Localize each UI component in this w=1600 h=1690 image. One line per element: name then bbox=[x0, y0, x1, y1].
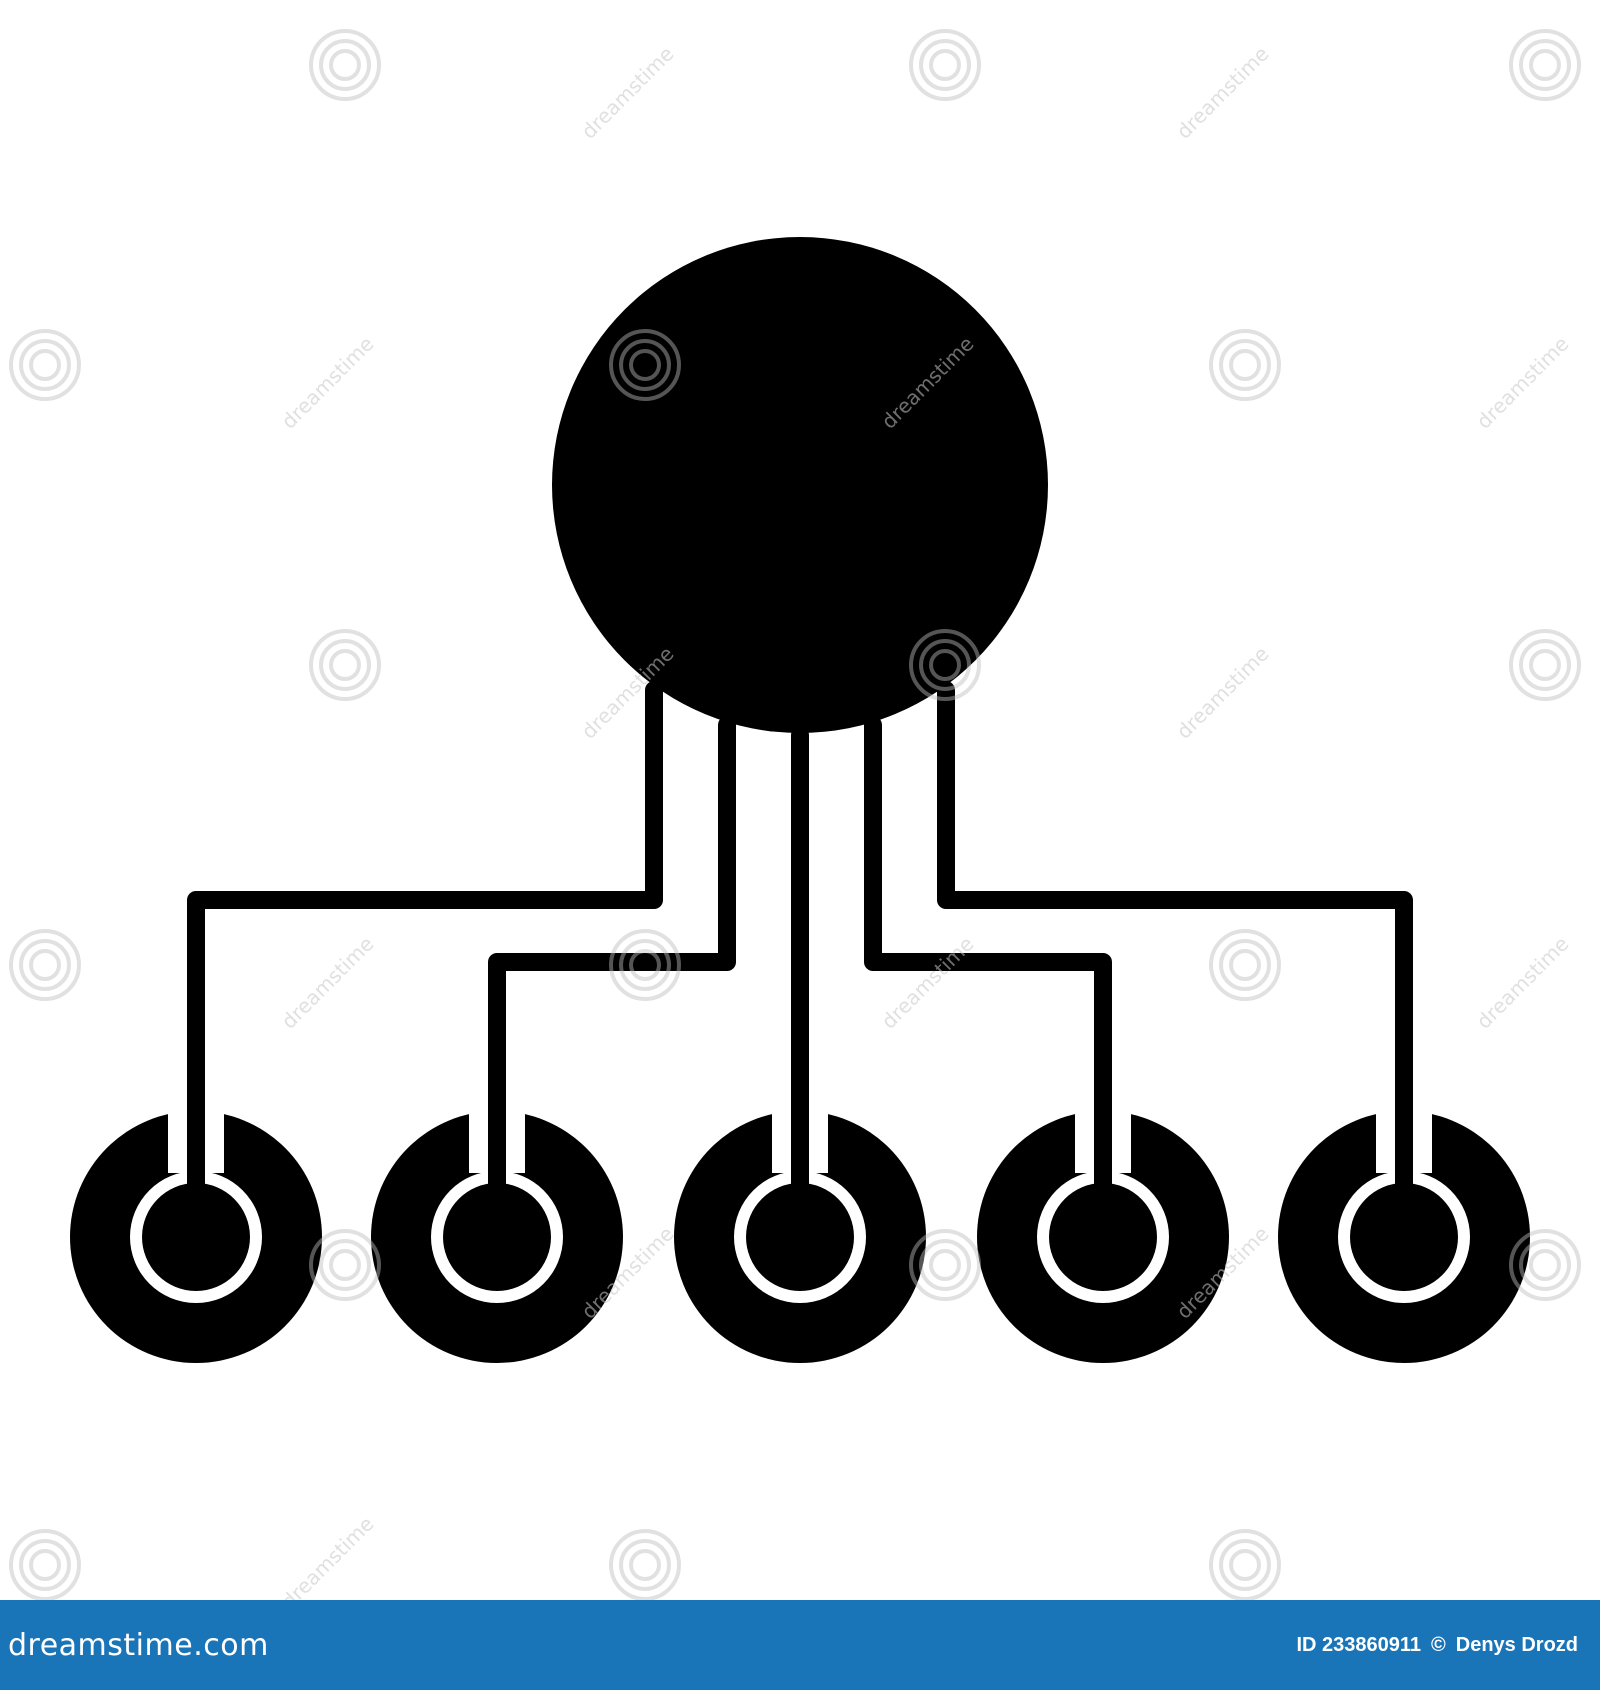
leaf-nodes bbox=[70, 1101, 1530, 1363]
connector-line-5 bbox=[937, 681, 1413, 1117]
connector-line-2 bbox=[488, 716, 736, 1117]
watermark-swirl-icon bbox=[909, 629, 981, 701]
leaf-node-icon bbox=[977, 1101, 1229, 1363]
watermark-swirl-icon bbox=[1209, 929, 1281, 1001]
watermark-text: dreamstime bbox=[277, 1512, 379, 1600]
watermark-swirl-icon bbox=[609, 929, 681, 1001]
leaf-node-icon bbox=[674, 1101, 926, 1363]
hierarchy-network-icon: dreamstime dreamstime dreamstime dreamstime… bbox=[9, 29, 1581, 1600]
image-id: ID 233860911 bbox=[1296, 1633, 1421, 1656]
leaf-node-icon bbox=[1278, 1101, 1530, 1363]
watermark-text: dreamstime bbox=[277, 332, 379, 434]
watermark-text: dreamstime bbox=[1172, 42, 1274, 144]
footer-brand[interactable]: dreamstime.com bbox=[8, 1627, 269, 1663]
watermark-swirl-icon bbox=[1509, 29, 1581, 101]
author-name[interactable]: Denys Drozd bbox=[1455, 1633, 1578, 1656]
watermark-text: dreamstime bbox=[1172, 642, 1274, 744]
watermark-swirl-icon bbox=[1509, 629, 1581, 701]
watermark-text: dreamstime bbox=[877, 932, 979, 1034]
hub-node-icon bbox=[552, 237, 1048, 733]
watermark-swirl-icon bbox=[9, 929, 81, 1001]
watermark-swirl-icon bbox=[609, 1529, 681, 1600]
footer-credit: ID 233860911 © Denys Drozd bbox=[1296, 1634, 1578, 1657]
watermark-swirl-icon bbox=[909, 29, 981, 101]
watermark-text: dreamstime bbox=[277, 932, 379, 1034]
watermark-text: dreamstime bbox=[1472, 332, 1574, 434]
connector-line-1 bbox=[187, 681, 663, 1117]
watermark-text: dreamstime bbox=[1472, 932, 1574, 1034]
connector-line-4 bbox=[864, 716, 1112, 1117]
watermark-swirl-icon bbox=[1509, 1229, 1581, 1301]
watermark-swirl-icon bbox=[309, 29, 381, 101]
copyright-icon: © bbox=[1431, 1633, 1446, 1656]
watermark-swirl-icon bbox=[909, 1229, 981, 1301]
footer-bar: dreamstime.com ID 233860911 © Denys Droz… bbox=[0, 1600, 1600, 1690]
watermark-swirl-icon bbox=[309, 629, 381, 701]
watermark-swirl-icon bbox=[309, 1229, 381, 1301]
watermark-swirl-icon bbox=[9, 329, 81, 401]
leaf-node-icon bbox=[371, 1101, 623, 1363]
watermark-swirl-icon bbox=[609, 329, 681, 401]
watermark-swirl-icon bbox=[1209, 1529, 1281, 1600]
connector-lines bbox=[187, 681, 1413, 1117]
watermark-text: dreamstime bbox=[577, 42, 679, 144]
watermark-swirl-icon bbox=[9, 1529, 81, 1600]
watermark-swirl-icon bbox=[1209, 329, 1281, 401]
leaf-node-icon bbox=[70, 1101, 322, 1363]
